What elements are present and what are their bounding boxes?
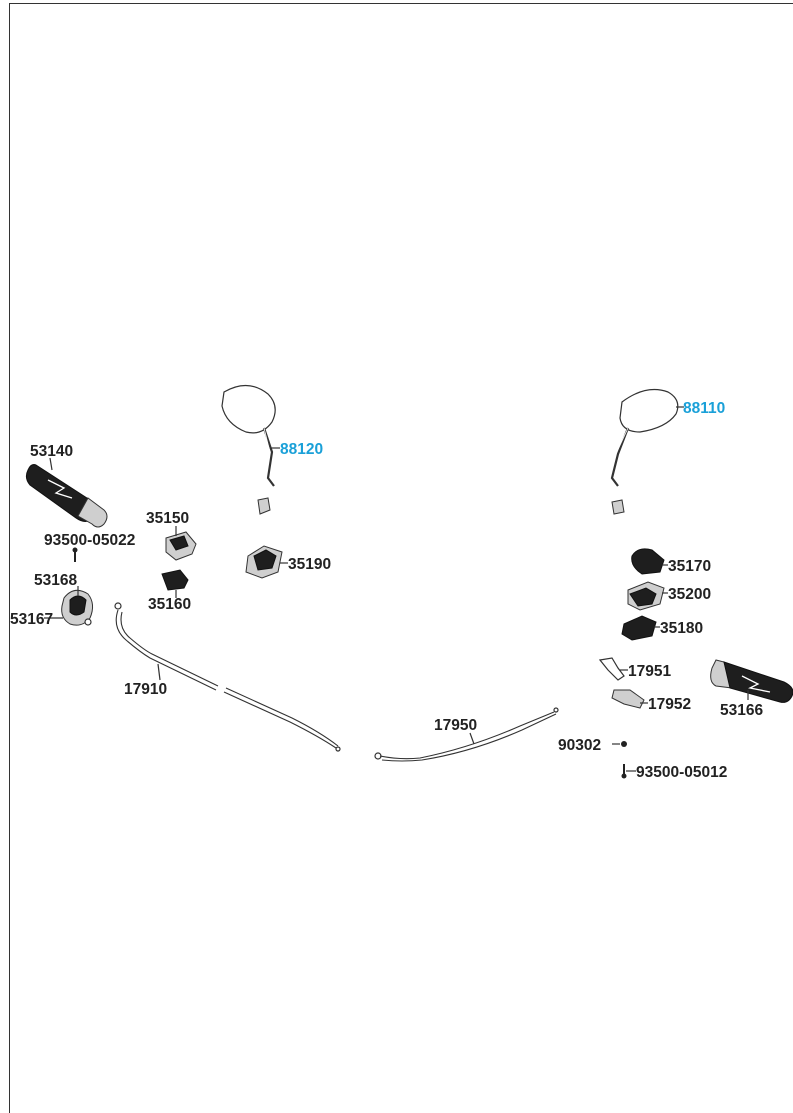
label-17951: 17951 bbox=[628, 663, 671, 680]
label-35150: 35150 bbox=[146, 510, 189, 527]
label-35190: 35190 bbox=[288, 556, 331, 573]
label-17952: 17952 bbox=[648, 696, 691, 713]
label-88110: 88110 bbox=[683, 400, 725, 417]
label-53166: 53166 bbox=[720, 702, 763, 719]
label-53167: 53167 bbox=[10, 611, 53, 628]
label-93500-05012: 93500-05012 bbox=[636, 764, 727, 781]
nut-90302[interactable] bbox=[621, 741, 627, 747]
throttle-housing-53167[interactable] bbox=[61, 589, 94, 626]
label-93500-05022: 93500-05022 bbox=[44, 532, 135, 549]
label-53168: 53168 bbox=[34, 572, 77, 589]
leader-53140 bbox=[49, 457, 53, 471]
leader-17910 bbox=[157, 663, 161, 681]
mirror-left-88120[interactable] bbox=[221, 384, 276, 515]
switch-35200[interactable] bbox=[627, 581, 665, 611]
switch-35150[interactable] bbox=[165, 526, 197, 561]
screw-93500-05012[interactable] bbox=[621, 764, 627, 779]
label-35180: 35180 bbox=[660, 620, 703, 637]
switch-35160[interactable] bbox=[161, 569, 189, 598]
screw-93500-05022[interactable] bbox=[72, 547, 78, 563]
mirror-right-88110[interactable] bbox=[609, 389, 679, 515]
label-35170: 35170 bbox=[668, 558, 711, 575]
leader-17950 bbox=[469, 732, 475, 745]
label-17950: 17950 bbox=[434, 717, 477, 734]
page-frame bbox=[9, 3, 793, 1113]
label-53140: 53140 bbox=[30, 443, 73, 460]
label-35160: 35160 bbox=[148, 596, 191, 613]
label-90302: 90302 bbox=[558, 737, 601, 754]
grip-left-53140[interactable] bbox=[25, 464, 108, 528]
label-88120: 88120 bbox=[280, 441, 323, 458]
switch-35190[interactable] bbox=[245, 545, 283, 579]
bracket-17951[interactable] bbox=[598, 657, 625, 681]
cable-17950[interactable] bbox=[374, 707, 559, 762]
label-35200: 35200 bbox=[668, 586, 711, 603]
bracket-17952[interactable] bbox=[611, 689, 645, 709]
switch-35180[interactable] bbox=[621, 615, 657, 641]
label-17910: 17910 bbox=[124, 681, 167, 698]
switch-35170[interactable] bbox=[631, 548, 665, 575]
throttle-cable-17910[interactable] bbox=[114, 602, 341, 752]
grip-right-53166[interactable] bbox=[710, 659, 793, 703]
